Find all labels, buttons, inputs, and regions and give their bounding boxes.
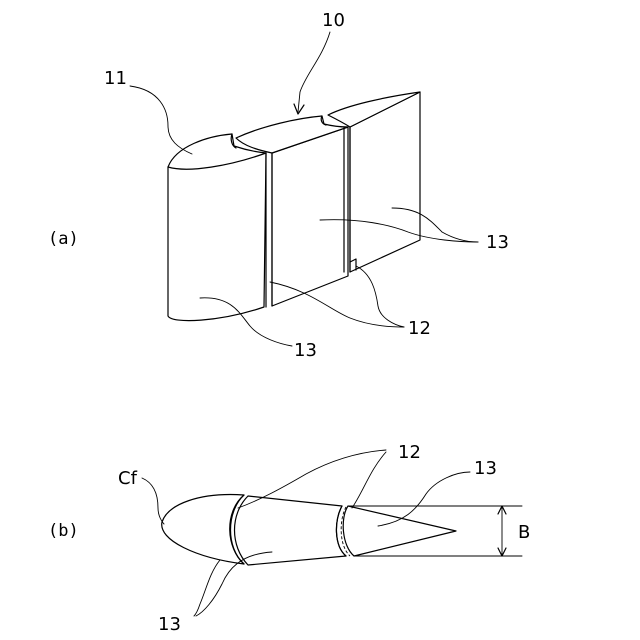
- leader-slit-2: [356, 266, 404, 327]
- ref-label-chord: Cf: [118, 468, 138, 489]
- leader-leading: [130, 86, 192, 154]
- ref-label-width: B: [518, 522, 530, 543]
- leader-assembly: [298, 32, 330, 112]
- ref-number-assembly: 10: [322, 10, 345, 31]
- caption-a: (a): [48, 229, 79, 249]
- ref-number-slit: 12: [408, 318, 431, 339]
- ref-number-slit-b: 12: [398, 442, 421, 463]
- figure-b-drawing: [142, 450, 522, 616]
- ref-number-surface-bottom: 13: [294, 340, 317, 361]
- profile-rear-segment: [343, 506, 456, 556]
- leader-slit-b-2: [352, 452, 386, 508]
- segment-left-body: [168, 153, 266, 321]
- ref-number-surface-right: 13: [486, 232, 509, 253]
- caption-b: (b): [48, 521, 79, 541]
- ref-number-surface-b-bottom: 13: [158, 614, 181, 635]
- profile-front-segment: [162, 495, 244, 564]
- figure-a-drawing: [130, 32, 478, 346]
- ref-number-leading: 11: [104, 68, 127, 89]
- segment-middle-side-face: [272, 127, 348, 306]
- leader-chord: [142, 478, 164, 524]
- ref-number-surface-b-right: 13: [474, 458, 497, 479]
- profile-middle-segment: [235, 496, 347, 565]
